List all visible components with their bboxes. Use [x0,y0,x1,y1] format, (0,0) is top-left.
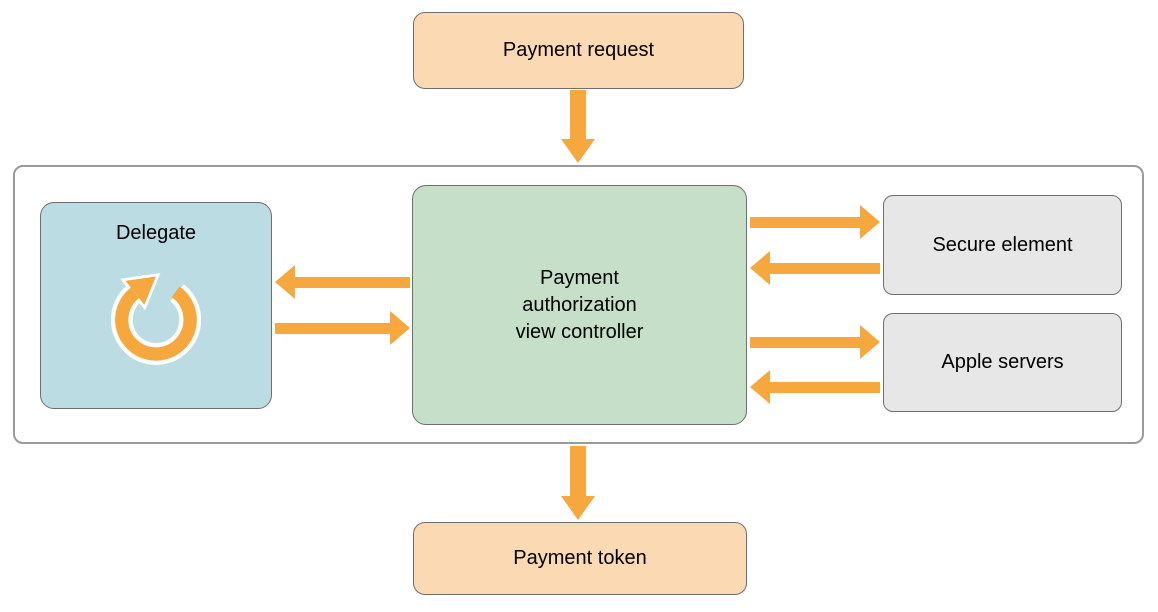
payment-token-label: Payment token [513,547,647,569]
payment-request-label: Payment request [502,39,655,61]
arrow-shaft [275,322,390,334]
arrow-shaft [570,446,586,496]
arrow-head-right-icon [860,325,880,359]
node-payment-request: Payment request [413,12,744,89]
arrow-shaft [295,276,410,288]
arrow-head-right-icon [390,311,410,345]
arrow-controller-to-payment-token [561,446,595,520]
arrow-controller-to-secure-element [750,205,880,239]
arrow-head-down-icon [561,139,595,163]
loop-arrow-icon [110,272,202,365]
arrow-controller-to-apple-servers [750,325,880,359]
arrow-delegate-to-controller [275,311,410,345]
arrow-payment-request-to-controller [561,90,595,163]
arrow-head-left-icon [275,265,295,299]
arrow-shaft [770,381,880,393]
arrow-head-left-icon [750,251,770,285]
secure-element-label: Secure element [932,233,1073,256]
node-apple-servers: Apple servers [883,313,1122,412]
arrow-head-down-icon [561,496,595,520]
node-payment-token: Payment token [413,522,747,595]
node-delegate: Delegate [40,202,272,409]
arrow-head-right-icon [860,205,880,239]
arrow-controller-to-delegate [275,265,410,299]
delegate-label: Delegate [115,222,197,244]
apple-servers-label: Apple servers [941,351,1064,373]
arrow-shaft [570,90,586,139]
arrow-secure-element-to-controller [750,251,880,285]
arrow-apple-servers-to-controller [750,370,880,404]
arrow-shaft [770,262,880,274]
node-secure-element: Secure element [883,195,1122,295]
arrow-shaft [750,216,860,228]
arrow-shaft [750,336,860,348]
controller-label: Payment authorization view controller [515,266,644,343]
node-payment-authorization-view-controller: Payment authorization view controller [412,185,747,425]
arrow-head-left-icon [750,370,770,404]
